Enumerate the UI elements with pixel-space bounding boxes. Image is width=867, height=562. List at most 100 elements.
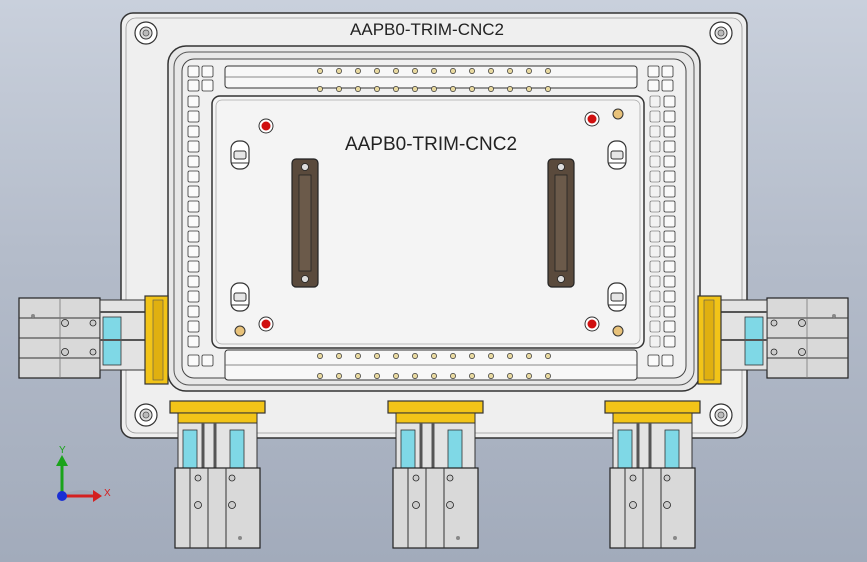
rib-cell [187,305,200,318]
pin [507,86,513,92]
rib-cell [661,65,674,78]
rib-cell [647,65,660,78]
rib-cell [187,95,200,108]
rib-cell [649,320,661,333]
x-axis-label: X [104,488,111,499]
rib-cell [649,110,661,123]
pin [488,86,494,92]
pin [336,68,342,74]
rib-cell [663,260,676,273]
rib-cell [663,185,676,198]
pin [507,353,513,359]
pin-row-bottom [317,353,551,379]
y-axis-label: Y [59,445,66,456]
rib-cell [663,320,676,333]
toggle-clamp [230,140,250,170]
pin [374,353,380,359]
rib-cell [187,65,200,78]
z-axis-origin [57,491,67,501]
base-part-label: AAPB0-TRIM-CNC2 [350,20,504,39]
pin [431,68,437,74]
pin [336,373,342,379]
pin [355,86,361,92]
rib-cell [187,170,200,183]
frame-rib-grid-top [187,65,674,92]
base-mount-hole-bottom-left [134,403,158,427]
rib-cell [649,260,661,273]
lift-handle-right[interactable] [547,158,575,288]
pin [412,373,418,379]
pin [507,68,513,74]
cylinder-body [174,467,261,549]
pin [507,373,513,379]
rib-cell [663,95,676,108]
pin [374,68,380,74]
lift-handle-left[interactable] [291,158,319,288]
pin [374,86,380,92]
clamp-block-lower [177,412,258,424]
rib-cell [663,215,676,228]
toggle-clamp [607,282,627,312]
rib-cell [663,155,676,168]
bolt-icon [412,474,420,482]
rib-cell [187,354,200,367]
rib-cell [663,335,676,348]
rib-cell [663,290,676,303]
toggle-clamp [607,140,627,170]
clamp-block [387,400,484,414]
rib-cell [187,185,200,198]
bottom-clamp-cylinder-1 [169,400,266,549]
pin-channel-top [224,65,638,89]
red-locating-pin [584,316,600,332]
pin [545,373,551,379]
rib-cell [647,354,660,367]
rib-cell [187,79,200,92]
bolt-icon [663,501,671,509]
rib-cell [187,335,200,348]
red-locating-pin [258,118,274,134]
cylinder-body [392,467,479,549]
pin [545,86,551,92]
frame-rib-grid-bottom [187,354,674,367]
rib-cell [187,110,200,123]
pin [431,353,437,359]
rib-cell [647,79,660,92]
pin [355,373,361,379]
toggle-clamp [230,282,250,312]
bolt-icon [228,501,236,509]
rib-cell [201,79,214,92]
rib-cell [649,290,661,303]
coordinate-triad: Y X [56,445,111,502]
rib-cell [649,305,661,318]
rib-cell [649,275,661,288]
rib-cell [187,200,200,213]
rib-cell [649,125,661,138]
port-icon [456,536,460,540]
bolt-icon [228,474,236,482]
pin [526,353,532,359]
pin [374,373,380,379]
rib-cell [649,170,661,183]
pin [450,86,456,92]
cylinder-slot [229,429,245,469]
pin [526,68,532,74]
pin [450,68,456,74]
rib-cell [187,275,200,288]
pin [412,353,418,359]
pin [412,86,418,92]
rib-cell [187,260,200,273]
rib-cell [187,155,200,168]
rib-cell [649,230,661,243]
rib-cell [187,320,200,333]
pin [393,373,399,379]
pin [355,353,361,359]
screw-icon [234,325,246,337]
bolt-icon [629,474,637,482]
pin [317,353,323,359]
rib-cell [663,275,676,288]
pin-channel-bottom [224,349,638,381]
cylinder-slot [664,429,680,469]
pin [336,86,342,92]
rib-cell [187,230,200,243]
